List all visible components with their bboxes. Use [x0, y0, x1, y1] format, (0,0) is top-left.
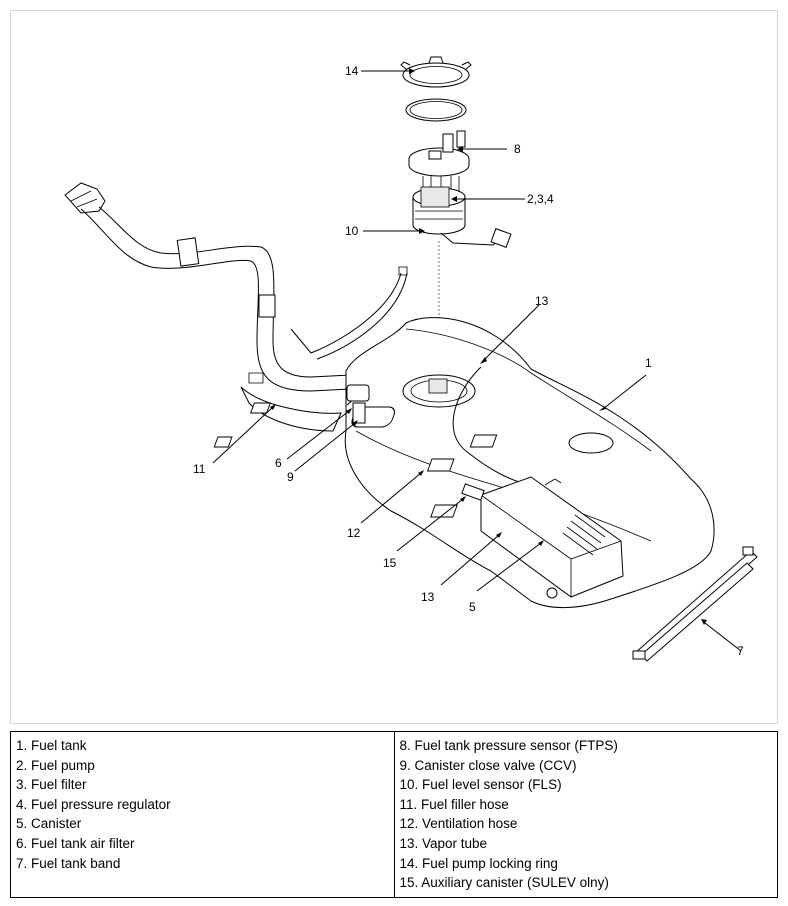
legend-left-column: 1. Fuel tank 2. Fuel pump 3. Fuel filter…: [10, 731, 395, 898]
pump-gasket-drawing: [405, 98, 467, 122]
callout-8: 8: [514, 142, 521, 156]
legend-item: 8. Fuel tank pressure sensor (FTPS): [399, 738, 618, 753]
callout-10: 10: [345, 224, 359, 238]
legend-item: 9. Canister close valve (CCV): [399, 757, 577, 773]
callout-2-3-4: 2,3,4: [527, 192, 554, 206]
leader-lines: [212, 68, 742, 652]
legend-right-column: 8. Fuel tank pressure sensor (FTPS) 9. C…: [393, 731, 778, 898]
legend-item: 5. Canister: [16, 816, 82, 832]
legend-item: 7. Fuel tank band: [16, 855, 121, 871]
callout-14: 14: [345, 64, 359, 78]
legend-item: 1. Fuel tank: [16, 738, 87, 753]
legend-item: 6. Fuel tank air filter: [16, 835, 135, 851]
legend-item: 12. Ventilation hose: [399, 816, 518, 832]
legend-item: 14. Fuel pump locking ring: [399, 855, 558, 871]
callout-9: 9: [287, 470, 294, 484]
callout-7: 7: [737, 644, 744, 658]
legend-item: 4. Fuel pressure regulator: [16, 796, 171, 812]
callout-12: 12: [347, 526, 361, 540]
parts-legend-table: 1. Fuel tank 2. Fuel pump 3. Fuel filter…: [10, 731, 778, 898]
legend-item: 13. Vapor tube: [399, 835, 488, 851]
fuel-pump-locking-ring-drawing: [400, 56, 472, 88]
legend-item: 11. Fuel filler hose: [399, 796, 509, 812]
fuel-pump-module-drawing: [408, 130, 512, 248]
callout-13-bottom: 13: [421, 590, 435, 604]
callout-5: 5: [469, 600, 476, 614]
legend-item: 15. Auxiliary canister (SULEV olny): [399, 875, 609, 891]
canister-drawing: [461, 476, 624, 599]
callout-6: 6: [275, 456, 282, 470]
fuel-filler-hose-drawing: [64, 182, 408, 432]
fuel-system-exploded-diagram: 14 8 2,3,4 10 13 1 11 6 9 12 15 13 5 7: [64, 56, 758, 662]
fuel-tank-drawing: [213, 317, 715, 608]
fuel-tank-band-drawing: [632, 546, 758, 662]
legend-item: 2. Fuel pump: [16, 757, 95, 773]
callout-1: 1: [645, 356, 652, 370]
diagram-frame: 14 8 2,3,4 10 13 1 11 6 9 12 15 13 5 7: [10, 10, 778, 724]
callout-labels: 14 8 2,3,4 10 13 1 11 6 9 12 15 13 5 7: [193, 64, 744, 658]
legend-item: 10. Fuel level sensor (FLS): [399, 777, 562, 793]
legend-item: 3. Fuel filter: [16, 777, 87, 793]
callout-15: 15: [383, 556, 397, 570]
callout-13-top: 13: [535, 294, 549, 308]
callout-11: 11: [193, 462, 206, 476]
